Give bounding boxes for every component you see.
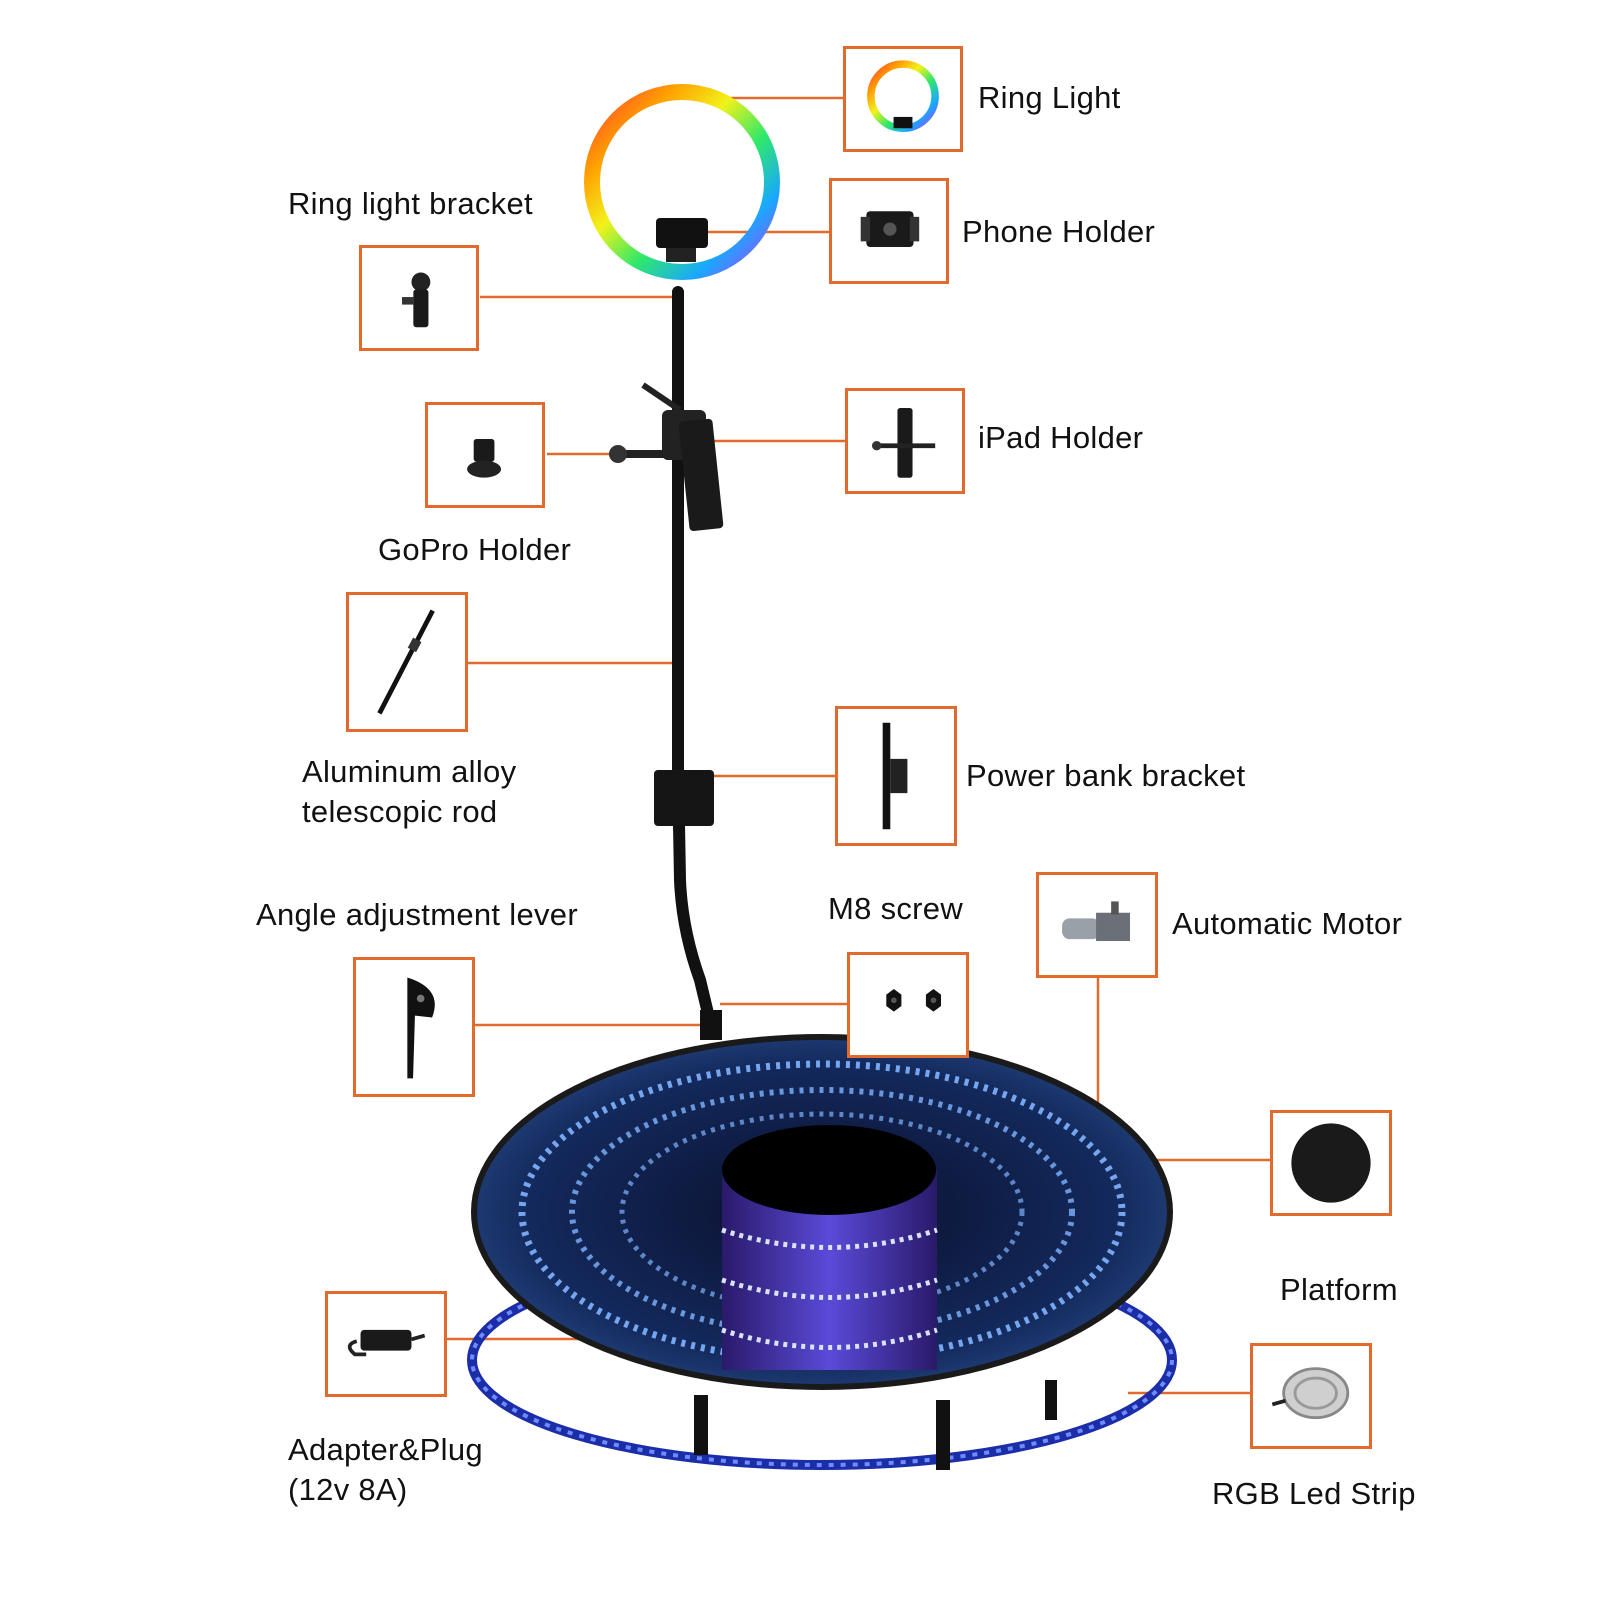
gopro-holder-box	[425, 402, 545, 508]
telescopic-rod-box	[346, 592, 468, 732]
ball-head-icon	[402, 272, 431, 328]
platform-base	[467, 1034, 1177, 1470]
lever-icon	[407, 977, 435, 1079]
phone-holder-icon	[860, 211, 920, 248]
label-rgb-strip: RGB Led Strip	[1212, 1476, 1416, 1511]
gopro-mount-icon	[467, 438, 502, 478]
label-gopro-holder: GoPro Holder	[378, 532, 572, 567]
led-strip-icon	[1271, 1367, 1350, 1420]
m8-screw-box	[847, 952, 969, 1058]
motor-icon	[1062, 901, 1131, 942]
ipad-holder-box	[845, 388, 965, 494]
automatic-motor-box	[1036, 872, 1158, 978]
label-adapter-line2: (12v 8A)	[288, 1472, 408, 1507]
label-ipad-holder: iPad Holder	[978, 420, 1144, 455]
label-telescopic-rod-line2: telescopic rod	[302, 794, 498, 829]
power-bank-bracket-icon	[882, 722, 908, 830]
pole-assembly	[609, 286, 724, 1040]
label-ring-light-bracket: Ring light bracket	[288, 186, 533, 221]
platform-disc-icon	[1291, 1123, 1371, 1203]
phone-holder-box	[829, 178, 949, 284]
platform-box	[1270, 1110, 1392, 1216]
ring-light	[584, 84, 780, 280]
label-telescopic-rod-line1: Aluminum alloy	[302, 754, 517, 789]
power-bank-bracket-box	[835, 706, 957, 846]
screw-knob-icon	[886, 988, 942, 1012]
adapter-box	[325, 1291, 447, 1397]
leader-lines	[447, 96, 1270, 1395]
label-angle-lever: Angle adjustment lever	[256, 897, 578, 932]
ring-light-bracket-box	[359, 245, 479, 351]
label-platform: Platform	[1280, 1272, 1398, 1307]
label-phone-holder: Phone Holder	[962, 214, 1156, 249]
adapter-icon	[347, 1329, 426, 1357]
rgb-strip-box	[1250, 1343, 1372, 1449]
telescopic-rod-icon	[377, 609, 435, 715]
ipad-holder-icon	[871, 407, 936, 478]
label-m8-screw: M8 screw	[828, 891, 964, 926]
label-automatic-motor: Automatic Motor	[1172, 906, 1403, 941]
ring-light-box	[843, 46, 963, 152]
label-ring-light: Ring Light	[978, 80, 1121, 115]
label-power-bank-bracket: Power bank bracket	[966, 758, 1246, 793]
ring-light-icon	[867, 60, 939, 133]
angle-lever-box	[353, 957, 475, 1097]
label-adapter-line1: Adapter&Plug	[288, 1432, 483, 1467]
